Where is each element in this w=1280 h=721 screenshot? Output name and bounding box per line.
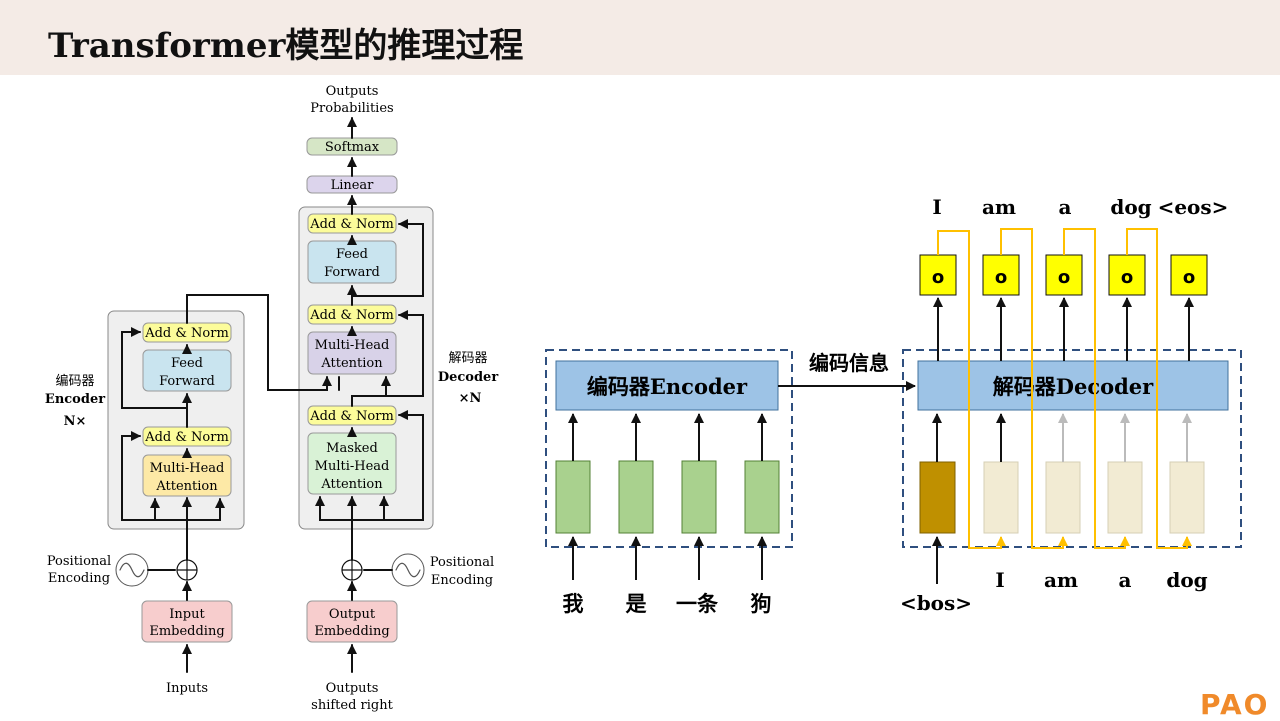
output-o-label: o <box>1058 267 1070 288</box>
decoder-n-label: ×N <box>459 391 482 406</box>
pos-enc-left-line2: Encoding <box>48 571 110 586</box>
output-o-block <box>1170 254 1208 296</box>
output-o-label: o <box>1183 267 1195 288</box>
output-o-label: o <box>995 267 1007 288</box>
encoder-ff-line1: Feed <box>171 356 203 371</box>
decoder-cn-label: 解码器 <box>448 351 487 366</box>
decoder-start-token: <bos> <box>900 591 972 615</box>
header-bar <box>0 0 1280 75</box>
output-o-label: o <box>1121 267 1133 288</box>
decoder-input-token-3: dog <box>1166 568 1207 592</box>
brand-logo: PAO <box>1200 688 1270 721</box>
encoder-input-block <box>555 460 591 534</box>
inference-diagram: 编码器Encoder 解码器Decoder 编码信息 我 是 一条 狗 <box>545 195 1242 616</box>
output-token-1: am <box>982 195 1016 219</box>
decoder-input-block <box>1045 461 1081 534</box>
decoder-add-norm-bottom-label: Add & Norm <box>309 409 394 424</box>
encoder-n-label: N× <box>64 414 87 429</box>
decoder-input-token-2: a <box>1119 568 1132 592</box>
encoder-dashed-box <box>545 349 793 548</box>
encoder-bar-label: 编码器Encoder <box>587 374 748 399</box>
decoder-input-block <box>983 461 1019 534</box>
output-token-3: dog <box>1110 195 1151 219</box>
output-o-block <box>1108 254 1146 296</box>
output-o-label: o <box>932 267 944 288</box>
encoder-add-norm-top-label: Add & Norm <box>144 326 229 341</box>
input-token-3: 狗 <box>751 591 772 616</box>
output-embedding-line1: Output <box>329 607 376 622</box>
output-token-4: <eos> <box>1158 195 1229 219</box>
decoder-ff-line1: Feed <box>336 247 368 262</box>
decoder-add-norm-mid-label: Add & Norm <box>309 308 394 323</box>
outputs-shifted-line1: Outputs <box>326 681 379 696</box>
decoder-masked-line3: Attention <box>320 477 383 492</box>
pos-enc-right-line2: Encoding <box>431 573 493 588</box>
decoder-input-token-1: am <box>1044 568 1078 592</box>
output-token-0: I <box>932 195 941 219</box>
softmax-label: Softmax <box>325 140 380 155</box>
transformer-architecture: Add & Norm Feed Forward Add & Norm Multi… <box>45 84 498 713</box>
encoder-en-label: Encoder <box>45 392 105 407</box>
encoder-input-block <box>681 460 717 534</box>
input-embedding-line2: Embedding <box>149 624 224 639</box>
decoder-add-norm-top-label: Add & Norm <box>309 217 394 232</box>
encoder-add-norm-bottom-label: Add & Norm <box>144 430 229 445</box>
outputs-probabilities-line2: Probabilities <box>310 101 393 116</box>
encoder-input-block <box>744 460 780 534</box>
output-o-block <box>919 254 957 296</box>
page-title: Transformer模型的推理过程 <box>48 26 524 66</box>
decoder-masked-line1: Masked <box>326 441 378 456</box>
input-token-1: 是 <box>626 591 647 616</box>
decoder-input-block <box>1169 461 1205 534</box>
pos-enc-right-line1: Positional <box>430 555 494 570</box>
pos-enc-left-line1: Positional <box>47 554 111 569</box>
decoder-bar-label: 解码器Decoder <box>993 374 1154 399</box>
decoder-mha-line2: Attention <box>320 356 383 371</box>
decoder-bos-block <box>919 461 956 534</box>
encoder-info-label: 编码信息 <box>809 351 889 375</box>
encoder-bar <box>555 360 779 411</box>
output-embedding-line2: Embedding <box>314 624 389 639</box>
input-embedding-line1: Input <box>169 607 205 622</box>
input-token-0: 我 <box>563 591 584 616</box>
encoder-cn-label: 编码器 <box>55 374 94 389</box>
inputs-label: Inputs <box>166 681 208 696</box>
encoder-input-block <box>618 460 654 534</box>
decoder-input-block <box>1107 461 1143 534</box>
decoder-masked-line2: Multi-Head <box>315 459 390 474</box>
decoder-en-label: Decoder <box>438 370 498 385</box>
encoder-ff-line2: Forward <box>159 374 215 389</box>
input-token-2: 一条 <box>676 591 719 616</box>
encoder-mha-line1: Multi-Head <box>150 461 225 476</box>
outputs-probabilities-line1: Outputs <box>326 84 379 99</box>
decoder-mha-line1: Multi-Head <box>315 338 390 353</box>
decoder-ff-line2: Forward <box>324 265 380 280</box>
output-token-2: a <box>1059 195 1072 219</box>
outputs-shifted-line2: shifted right <box>311 698 393 713</box>
decoder-input-token-0: I <box>995 568 1004 592</box>
decoder-dashed-box <box>902 349 1242 548</box>
linear-label: Linear <box>331 178 375 193</box>
encoder-mha-line2: Attention <box>155 479 218 494</box>
